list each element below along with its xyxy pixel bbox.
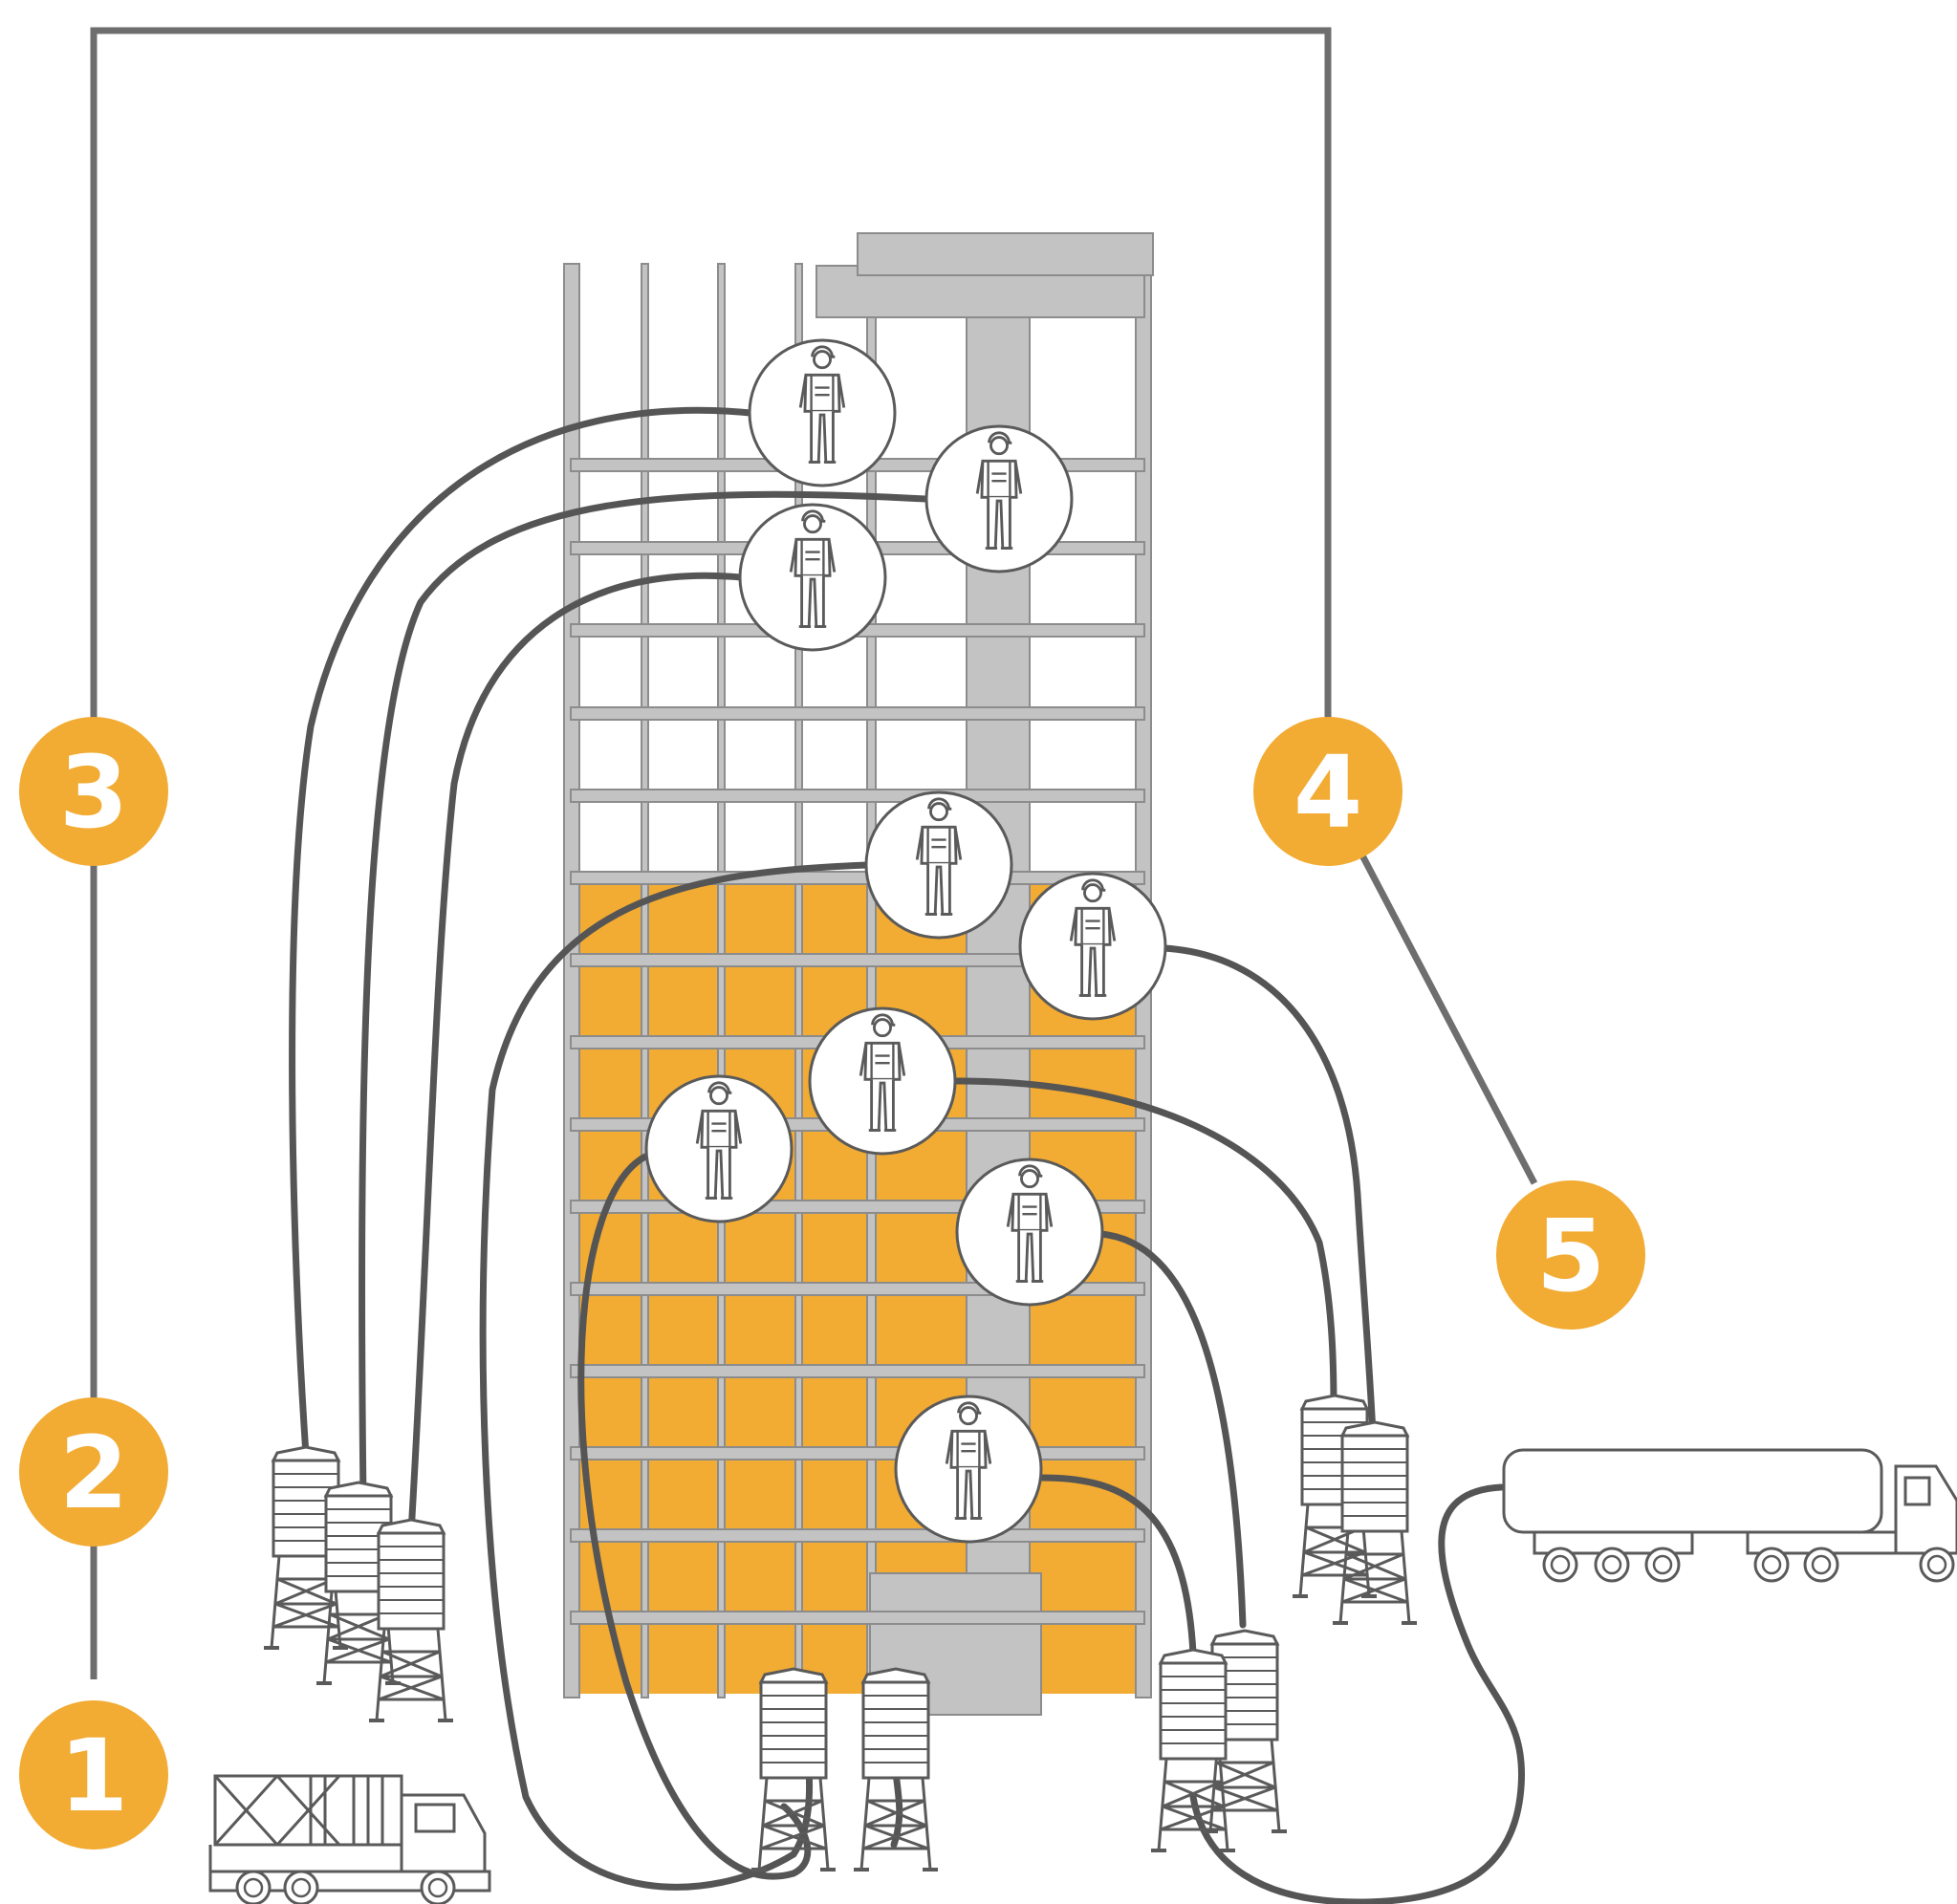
wheel-icon bbox=[1803, 1547, 1839, 1583]
silo-icon bbox=[1149, 1648, 1237, 1852]
concrete-mixer-truck-icon bbox=[208, 1774, 491, 1893]
concrete-hoses bbox=[289, 406, 1525, 1904]
step-badge-2: 2 bbox=[19, 1397, 168, 1547]
step-badge-3: 3 bbox=[19, 717, 168, 866]
wheel-icon bbox=[420, 1870, 456, 1904]
step-number: 2 bbox=[59, 1415, 128, 1531]
tanker-truck-icon bbox=[1502, 1448, 1957, 1555]
worker-icon bbox=[957, 1159, 1102, 1305]
wheel-icon bbox=[1644, 1547, 1681, 1583]
silo-group-center bbox=[750, 1667, 940, 1872]
worker-icon bbox=[896, 1396, 1041, 1542]
silo-group-left bbox=[262, 1445, 455, 1722]
step-badge-4: 4 bbox=[1253, 717, 1403, 866]
worker-icon bbox=[926, 426, 1072, 572]
wheel-icon bbox=[235, 1870, 272, 1904]
step-badge-1: 1 bbox=[19, 1700, 168, 1850]
worker-icon bbox=[740, 505, 885, 650]
worker-icon bbox=[1020, 874, 1165, 1019]
wheel-icon bbox=[1594, 1547, 1630, 1583]
step-number: 4 bbox=[1294, 734, 1362, 851]
worker-icon bbox=[750, 340, 895, 486]
silo-icon bbox=[367, 1518, 455, 1722]
step-badge-5: 5 bbox=[1496, 1180, 1645, 1330]
silo-group-right bbox=[1291, 1394, 1419, 1625]
worker-icon bbox=[866, 792, 1011, 938]
silo-group-bottom-right bbox=[1149, 1629, 1289, 1852]
wheel-icon bbox=[283, 1870, 319, 1904]
worker-icon bbox=[646, 1076, 792, 1222]
step-number: 1 bbox=[59, 1718, 128, 1834]
wheel-icon bbox=[1753, 1547, 1790, 1583]
worker-icon bbox=[810, 1008, 955, 1154]
step-number: 3 bbox=[59, 734, 128, 851]
silo-icon bbox=[1331, 1420, 1419, 1625]
silo-icon bbox=[750, 1667, 837, 1872]
wheel-icon bbox=[1919, 1547, 1955, 1583]
wheel-icon bbox=[1542, 1547, 1578, 1583]
step-number: 5 bbox=[1536, 1198, 1605, 1314]
